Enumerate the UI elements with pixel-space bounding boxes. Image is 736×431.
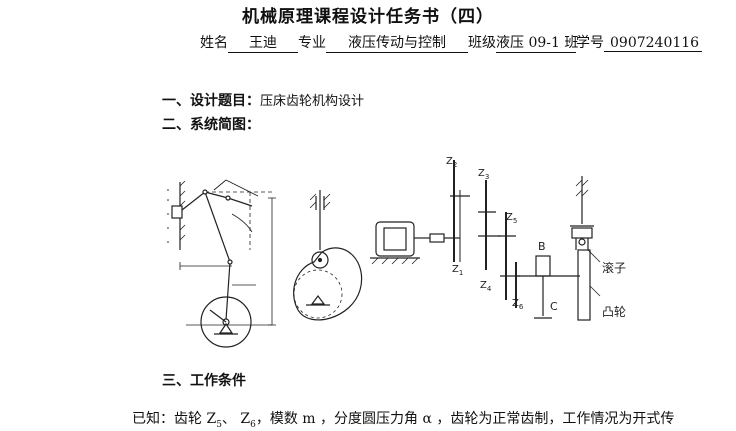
- label-roller: 滚子: [602, 260, 626, 275]
- name-label: 姓名: [200, 35, 228, 51]
- id-label: 学号: [576, 35, 604, 51]
- class-label: 班级: [468, 35, 496, 51]
- label-z4: Z4: [480, 280, 492, 293]
- known-sub6: 6: [250, 419, 256, 430]
- label-z5: Z5: [506, 212, 517, 225]
- section-design-topic-text: 压床齿轮机构设计: [260, 94, 365, 109]
- cam-mechanism: [293, 190, 363, 321]
- section-design-topic: 一、设计题目：压床齿轮机构设计: [162, 90, 364, 110]
- section-system-diagram-label: 二、系统简图：: [162, 117, 260, 133]
- name-value: 王迪: [228, 32, 298, 53]
- known-conditions-text: 已知：齿轮 Z5、 Z6，模数 m ，分度圆压力角 α ，齿轮为正常齿制，工作情…: [132, 408, 674, 430]
- document-title: 机械原理课程设计任务书（四）: [242, 7, 494, 27]
- major-value: 液压传动与控制: [326, 32, 468, 53]
- section-design-topic-label: 一、设计题目：: [162, 93, 260, 109]
- label-z2: Z2: [446, 156, 457, 169]
- linkage-point-markers: [167, 189, 169, 243]
- id-value: 0907240116: [604, 35, 702, 52]
- label-z1: Z1: [452, 264, 463, 277]
- label-z6: Z6: [512, 298, 524, 311]
- linkage-mechanism: [171, 179, 276, 348]
- known-sep: 、 Z: [221, 411, 251, 427]
- known-prefix: 已知：齿轮 Z: [132, 411, 217, 427]
- label-point-b: B: [538, 240, 546, 253]
- label-point-c: C: [550, 300, 558, 313]
- section-working-conditions-label: 三、工作条件: [162, 373, 246, 389]
- class-value: 液压 09-1 班: [496, 32, 578, 53]
- label-z3: Z3: [478, 168, 489, 181]
- known-sub5: 5: [216, 419, 222, 430]
- known-rest: ，模数 m ，分度圆压力角 α ，齿轮为正常齿制，工作情况为开式传: [255, 411, 675, 427]
- major-label: 专业: [298, 35, 326, 51]
- label-cam: 凸轮: [602, 305, 626, 319]
- gear-train: [370, 160, 601, 321]
